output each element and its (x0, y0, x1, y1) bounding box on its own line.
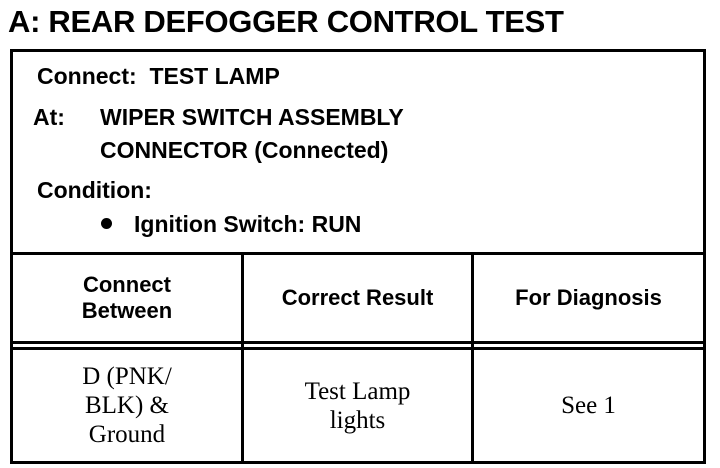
header-text: Connect (82, 272, 171, 297)
test-procedure-box: Connect: TEST LAMP At: WIPER SWITCH ASSE… (10, 49, 706, 464)
header-correct-result: Correct Result (244, 255, 471, 341)
header-connect-between: Connect Between (13, 255, 241, 341)
cell-text: D (PNK/ (82, 363, 172, 390)
header-text: Between (81, 298, 173, 323)
connect-line: Connect: TEST LAMP (37, 62, 280, 90)
cell-correct-result: Test Lamp lights (244, 350, 471, 461)
condition-item: Ignition Switch: RUN (101, 210, 361, 238)
connect-value: TEST LAMP (149, 63, 280, 89)
column-divider (241, 255, 244, 461)
condition-item-text: Ignition Switch: RUN (134, 211, 362, 237)
header-text: Correct Result (281, 285, 434, 310)
connect-label: Connect: (37, 63, 137, 89)
diagnosis-table: Connect Between Correct Result For Diagn… (13, 255, 703, 461)
bullet-icon (101, 218, 112, 230)
cell-text: BLK) & (84, 392, 170, 419)
header-divider (13, 347, 703, 350)
cell-text: Test Lamp (304, 377, 411, 405)
cell-text: lights (329, 406, 386, 434)
at-label: At: (33, 104, 65, 130)
header-for-diagnosis: For Diagnosis (474, 255, 703, 341)
test-setup-section: Connect: TEST LAMP At: WIPER SWITCH ASSE… (13, 52, 703, 255)
column-divider (471, 255, 474, 461)
page-title: A: REAR DEFOGGER CONTROL TEST (8, 4, 564, 39)
cell-text: See 1 (561, 392, 616, 419)
header-text: For Diagnosis (515, 285, 662, 310)
cell-text: Ground (88, 421, 166, 448)
cell-for-diagnosis: See 1 (474, 350, 703, 461)
at-value-line2: CONNECTOR (Connected) (100, 137, 389, 163)
at-value-line1: WIPER SWITCH ASSEMBLY (100, 104, 404, 130)
condition-label: Condition: (37, 177, 152, 203)
cell-connect-between: D (PNK/ BLK) & Ground (13, 350, 241, 461)
header-divider (13, 341, 703, 344)
